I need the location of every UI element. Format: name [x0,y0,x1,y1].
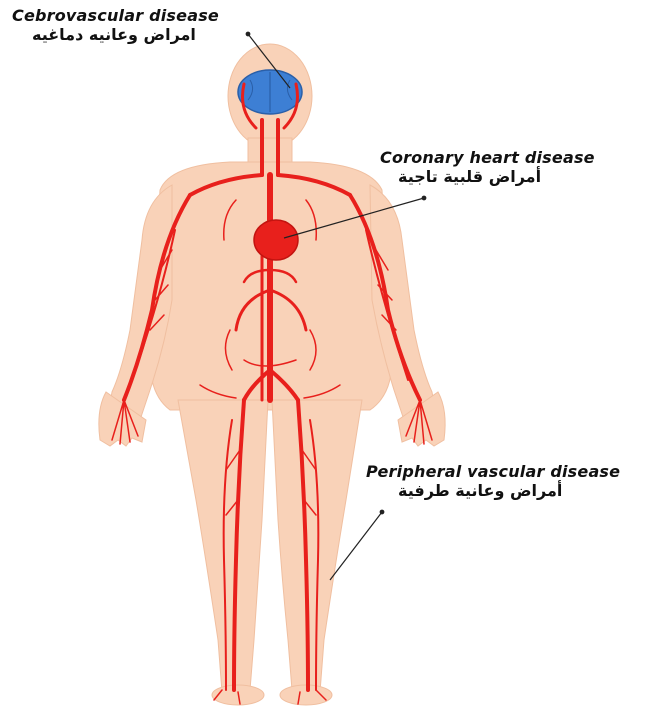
label-cerebrovascular-en: Cebrovascular disease [12,6,219,25]
pointer-dot-peripheral [380,510,384,514]
label-peripheral-en: Peripheral vascular disease [366,462,620,481]
brain [238,70,302,114]
label-coronary-ar: أمراض قلبية تاجية [380,167,595,186]
label-cerebrovascular: Cebrovascular disease امراض وعانيه دماغي… [12,6,219,44]
label-coronary-en: Coronary heart disease [380,148,595,167]
label-peripheral-ar: أمراض وعانية طرفية [366,481,620,500]
heart [254,220,298,260]
label-cerebrovascular-ar: امراض وعانيه دماغيه [12,25,219,44]
label-peripheral: Peripheral vascular disease أمراض وعانية… [366,462,620,500]
label-coronary: Coronary heart disease أمراض قلبية تاجية [380,148,595,186]
pointer-dot-coronary [422,196,426,200]
pointer-dot-cerebrovascular [246,32,250,36]
